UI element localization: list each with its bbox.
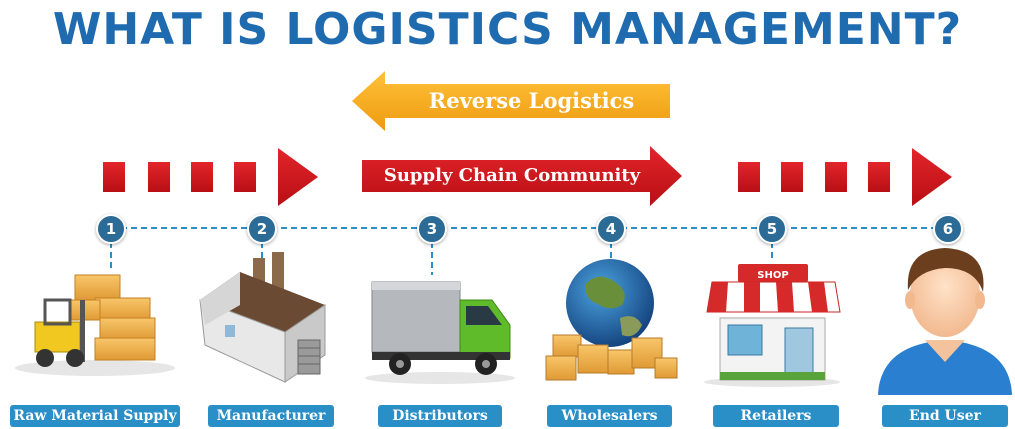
step-2-badge: 2 (247, 214, 277, 244)
globe-boxes-icon (545, 259, 678, 381)
step-6-badge: 6 (933, 214, 963, 244)
right-dashed-arrow (738, 148, 952, 206)
reverse-logistics-arrow (352, 71, 670, 131)
left-dashed-arrow (103, 148, 318, 206)
factory-icon (199, 252, 326, 383)
step-5-label: Retailers (713, 405, 839, 427)
timeline-connector (110, 227, 948, 275)
supply-chain-label: Supply Chain Community (383, 165, 641, 186)
shop-sign: SHOP (757, 270, 788, 281)
reverse-logistics-label: Reverse Logistics (428, 88, 635, 113)
shop-icon (704, 264, 841, 387)
step-4-badge: 4 (596, 214, 626, 244)
supply-chain-arrow (362, 146, 682, 206)
truck-icon (365, 281, 515, 384)
step-1-label: Raw Material Supply (10, 405, 180, 427)
step-4-label: Wholesalers (547, 405, 672, 427)
forklift-boxes-icon (15, 274, 175, 376)
step-3-label: Distributors (378, 405, 502, 427)
page-title: WHAT IS LOGISTICS MANAGEMENT? (52, 4, 963, 55)
step-1-badge: 1 (96, 214, 126, 244)
step-3-badge: 3 (417, 214, 447, 244)
user-icon (878, 248, 1012, 395)
step-6-label: End User (882, 405, 1008, 427)
step-5-badge: 5 (757, 214, 787, 244)
step-2-label: Manufacturer (208, 405, 334, 427)
